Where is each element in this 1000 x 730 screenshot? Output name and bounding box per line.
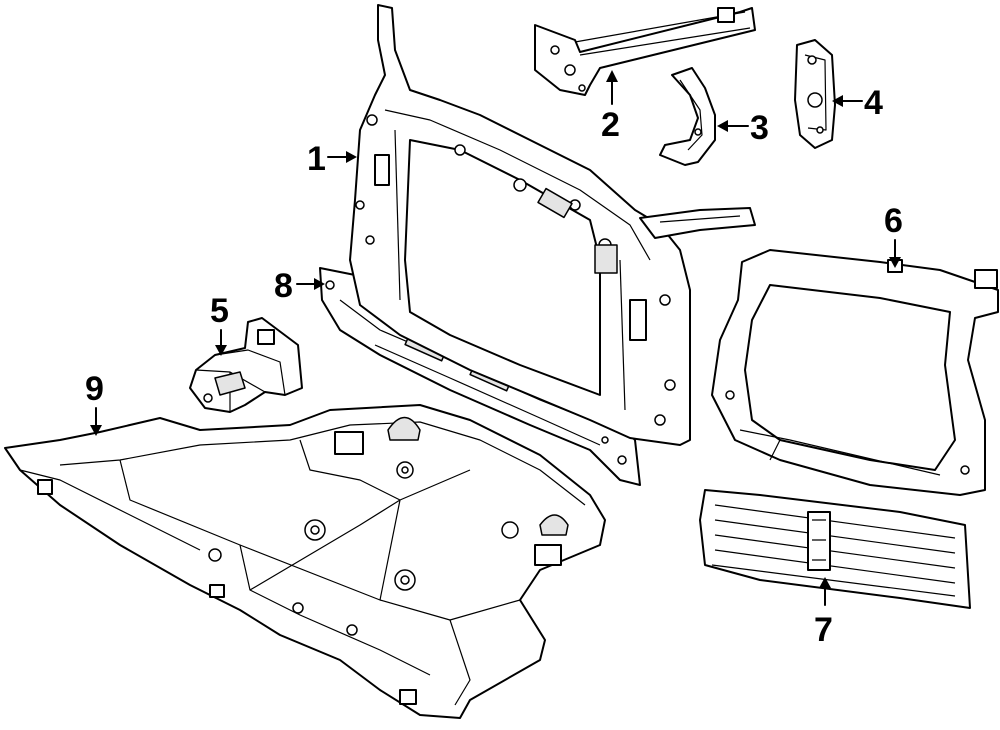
callout-7: 7 [814,577,833,649]
callout-6: 6 [884,202,903,268]
callout-9-label: 9 [85,370,104,408]
callout-6-label: 6 [884,202,903,240]
callout-1-label: 1 [307,140,326,178]
part-4-mounting-plate [794,39,836,149]
callout-5: 5 [210,292,229,356]
part-1-radiator-support [349,4,756,446]
callout-8-label: 8 [274,267,293,305]
callout-4-label: 4 [864,84,883,122]
callout-1: 1 [307,140,357,178]
callout-5-label: 5 [210,292,229,330]
part-5-latch-bracket [189,317,303,413]
callout-9: 9 [85,370,104,436]
callout-4: 4 [832,84,883,122]
callout-2: 2 [601,70,620,144]
part-9-splash-shield [4,404,606,719]
callout-3: 3 [717,109,769,147]
callout-7-label: 7 [814,611,833,649]
part-3-side-brace [659,67,716,166]
part-2-upper-tie-bar [534,7,756,96]
part-6-air-deflector [711,249,999,496]
callout-2-label: 2 [601,106,620,144]
callout-8: 8 [274,267,325,305]
part-7-grille-shutter [699,489,971,609]
callout-3-label: 3 [750,109,769,147]
